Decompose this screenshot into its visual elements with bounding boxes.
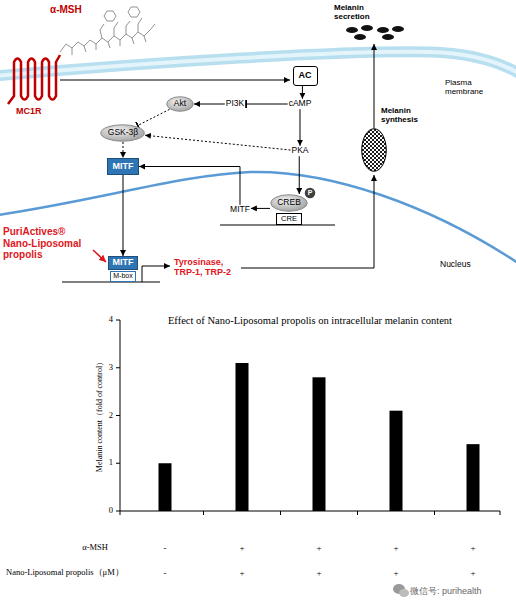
receptor-label: MC1R bbox=[16, 106, 42, 116]
chart-axes bbox=[120, 320, 500, 511]
node-shape bbox=[305, 188, 316, 199]
signal-arrow bbox=[145, 135, 291, 150]
tick-label: 2 bbox=[109, 411, 113, 421]
melanin-granules bbox=[346, 25, 404, 40]
node-text: PKA bbox=[291, 146, 308, 155]
ligand-label: α-MSH bbox=[50, 4, 82, 16]
wechat-icon bbox=[393, 584, 409, 597]
gene-label: Tyrosinase, TRP-1, TRP-2 bbox=[174, 257, 238, 278]
element-box: M-box bbox=[110, 271, 136, 282]
signal-arrow bbox=[123, 142, 124, 158]
tick-label: 3 bbox=[109, 363, 113, 373]
node-text: PI3K bbox=[226, 99, 244, 108]
treatment-sign: + bbox=[393, 568, 398, 578]
kinase-ellipse: Akt bbox=[166, 96, 194, 112]
watermark: 微信号: purihealth bbox=[410, 586, 482, 596]
kinase-ellipse: GSK-3β bbox=[100, 124, 145, 142]
synthesis-arrow bbox=[241, 175, 374, 268]
region-label: Nucleus bbox=[440, 260, 471, 270]
signal-arrow bbox=[194, 104, 225, 105]
synthesis-ellipse: Melanin synthesis bbox=[361, 128, 387, 172]
signal-arrow bbox=[299, 156, 300, 194]
factor-ellipse: CREB bbox=[270, 194, 308, 212]
node-heading: Melanin synthesis bbox=[381, 107, 431, 125]
tick-label: 0 bbox=[109, 506, 113, 516]
phospho-circle: P bbox=[304, 187, 316, 199]
molecule-node: PI3K bbox=[225, 99, 245, 109]
bars bbox=[159, 363, 480, 511]
gene-node: MITF bbox=[229, 205, 251, 215]
node-shape bbox=[101, 125, 145, 142]
activation-arrow bbox=[60, 80, 290, 81]
signal-arrow bbox=[251, 208, 270, 209]
plasma-membrane-core bbox=[0, 52, 516, 76]
y-ticks bbox=[116, 320, 120, 511]
transcription-arrow bbox=[142, 266, 170, 282]
enzyme-box: AC bbox=[293, 66, 318, 86]
protein-box: MITF bbox=[108, 256, 138, 270]
tick-label: 1 bbox=[109, 458, 113, 468]
compound-label: PuriActives® Nano-Liposomal propolis bbox=[3, 226, 91, 261]
node-shape bbox=[271, 195, 308, 212]
treatment-sign: + bbox=[393, 543, 398, 553]
node-shape bbox=[167, 97, 194, 112]
treatment-sign: + bbox=[316, 568, 321, 578]
treatment-sign: + bbox=[470, 568, 475, 578]
element-box: CRE bbox=[276, 213, 302, 225]
row-label: Nano-Liposomal propolis（μM） bbox=[6, 568, 124, 578]
node-text: MITF bbox=[230, 205, 250, 214]
plasma-membrane bbox=[0, 52, 516, 76]
node-text: CRE bbox=[281, 215, 297, 223]
nuclear-envelope bbox=[0, 172, 516, 263]
signal-arrow bbox=[137, 109, 170, 126]
region-label: Plasma membrane bbox=[445, 78, 497, 96]
signal-arrow bbox=[299, 109, 300, 146]
treatment-sign: - bbox=[164, 543, 167, 553]
secretion-arrow bbox=[374, 44, 375, 128]
row-label: α-MSH bbox=[82, 543, 108, 553]
receptor-symbol bbox=[8, 55, 60, 104]
x-ticks bbox=[120, 511, 500, 515]
protein-box: MITF bbox=[107, 158, 139, 175]
inhibition-arrow bbox=[93, 250, 106, 262]
node-text: P bbox=[308, 189, 313, 197]
molecule-node: PKA bbox=[290, 146, 309, 156]
molecule-node: cAMP bbox=[288, 99, 313, 109]
process-label: Melanin secretion bbox=[334, 3, 378, 21]
node-text: cAMP bbox=[289, 99, 312, 108]
node-text: CREB bbox=[277, 198, 301, 207]
node-text: GSK-3β bbox=[108, 128, 138, 137]
signal-arrow bbox=[302, 86, 303, 99]
signal-arrow bbox=[245, 104, 287, 105]
node-text: MITF bbox=[113, 162, 134, 172]
treatment-sign: + bbox=[239, 568, 244, 578]
node-text: Akt bbox=[174, 99, 186, 108]
axis-title: Melanin content（fold of control） bbox=[95, 358, 104, 472]
signal-arrow bbox=[123, 175, 124, 256]
node-text: AC bbox=[299, 71, 312, 81]
node-text: MITF bbox=[113, 258, 134, 268]
signal-arrow bbox=[139, 167, 240, 205]
treatment-sign: + bbox=[470, 543, 475, 553]
node-shape bbox=[362, 129, 387, 172]
gene-line bbox=[62, 281, 160, 282]
tick-label: 4 bbox=[109, 315, 113, 325]
treatment-sign: + bbox=[316, 543, 321, 553]
node-outline bbox=[361, 128, 387, 172]
treatment-sign: - bbox=[164, 568, 167, 578]
node-text: M-box bbox=[113, 272, 132, 280]
treatment-sign: + bbox=[239, 543, 244, 553]
chart-title: Effect of Nano-Liposomal propolis on int… bbox=[168, 315, 452, 327]
